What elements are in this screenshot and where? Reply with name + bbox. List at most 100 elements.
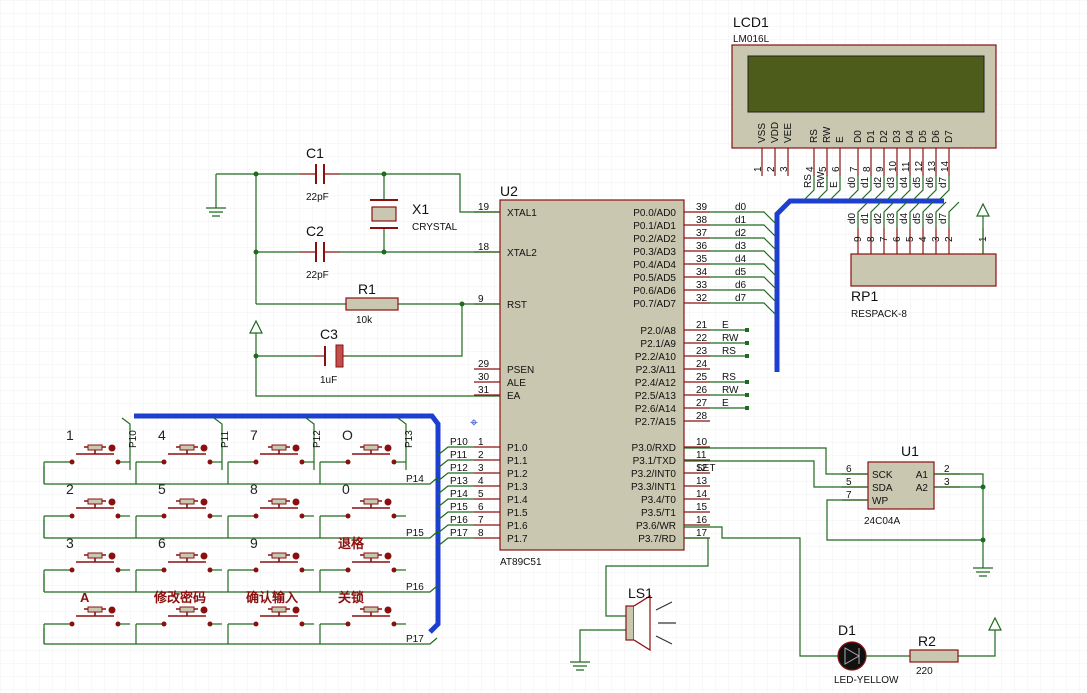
c3-ref: C3 [320,326,338,342]
u1-pin-name: SDA [872,483,893,494]
mcu-pin-number: 27 [696,398,708,409]
mcu-pin-name: P3.2/INT0 [631,469,676,480]
key-contact [253,621,259,627]
lcd-pin-number: 2 [766,166,777,172]
p0-net-label: d7 [735,293,747,304]
power-icon [249,319,263,334]
key-cap [363,552,379,559]
key-cap [179,606,195,613]
key-label: 3 [66,535,74,551]
mcu-pin-name: ALE [507,378,526,389]
p0-net-wire [710,250,777,264]
p2-net-terminal [745,393,749,397]
keypad-key[interactable]: A [43,590,130,644]
rp-net-label: d7 [938,212,949,224]
lcd-net-wire [829,176,841,201]
keypad-key[interactable]: 5 [135,481,222,538]
key-contact [391,459,397,465]
rp-ref: RP1 [851,288,878,304]
mcu-pin-number: 9 [478,294,484,305]
key-label: 9 [250,535,258,551]
mcu-pin-name: P0.6/AD6 [633,286,676,297]
rp-net-wire [922,201,934,228]
lcd-net-label: d5 [912,176,923,188]
ground-icon [973,567,993,577]
lcd-net-wire [803,176,815,201]
key-contact [161,567,167,573]
keypad-key[interactable]: 8 [227,481,314,538]
capacitor-c1[interactable]: C1 22pF [300,145,340,203]
keypad-key[interactable]: 2 [43,481,130,538]
keypad-key[interactable]: 修改密码 [135,590,222,644]
p1-bus [134,413,441,634]
led-d1[interactable]: D1 LED-YELLOW [834,622,899,686]
p1-net-wire [437,524,474,534]
ls1-ref: LS1 [628,585,653,601]
lcd-pin-name: D0 [853,130,864,143]
keypad-key[interactable]: 4 [135,427,222,484]
key-cap [87,606,103,613]
u1-pin-name: WP [872,496,888,507]
key-cap [87,444,103,451]
u1-pin-name: A1 [916,470,929,481]
lcd-net-wire [925,176,937,201]
keypad-key[interactable]: 0 [319,481,406,538]
mcu-pin-name: P2.1/A9 [640,339,676,350]
capacitor-c2[interactable]: C2 22pF [300,223,340,281]
capacitor-c3[interactable]: C3 1uF [314,326,346,386]
crystal-x1[interactable]: X1 CRYSTAL [370,199,458,233]
key-contact [161,459,167,465]
keypad-key[interactable]: 6 [135,535,222,592]
mcu-pin-number: 37 [696,228,708,239]
lcd-ref: LCD1 [733,14,769,30]
d1-ref: D1 [838,622,856,638]
rp-pin-number: 7 [879,236,890,242]
mcu-pin-number: 38 [696,215,708,226]
mcu-u2[interactable]: U2 AT89C51 XTAL119XTAL218RST9PSEN29ALE30… [474,183,710,568]
resistor-r1[interactable]: R1 10k [345,281,399,326]
rp-pin-number: 6 [892,236,903,242]
key-contact [207,621,213,627]
keypad-key[interactable]: 1 [43,427,130,484]
speaker-ls1[interactable]: LS1 [570,537,709,671]
mcu-pin-name: P0.7/AD7 [633,299,676,310]
p2-net-terminal [745,354,749,358]
keypad-key[interactable]: 关锁 [319,590,406,644]
key-contact [253,567,259,573]
led-circuit [684,526,1002,657]
key-label: 1 [66,427,74,443]
key-cap [179,498,195,505]
keypad-key[interactable]: 9 [227,535,314,592]
mcu-part: AT89C51 [500,557,542,568]
p0-net-label: d2 [735,228,747,239]
key-cap [271,498,287,505]
mcu-pin-name: P1.0 [507,443,528,454]
keypad-key[interactable]: 7 [227,427,314,484]
keypad-key[interactable]: 3 [43,535,130,592]
mcu-pin-number: 32 [696,293,708,304]
mcu-pin-number: 31 [478,385,490,396]
lcd-part: LM016L [733,34,770,45]
keypad-key[interactable]: 退格 [319,536,406,592]
u1-pin-name: A2 [916,483,929,494]
lcd-pin-name: D3 [892,130,903,143]
lcd1[interactable]: LCD1 LM016L VSS1VDD2VEE3RS4RW5E6D07D18D2… [731,14,997,176]
mcu-pin-number: 36 [696,241,708,252]
resistor-r2[interactable]: R2 220 [909,633,959,677]
keypad-key[interactable]: O [319,427,406,484]
reset-circuit [249,304,500,397]
rp-net-wire [948,201,960,228]
lcd-pin-name: D4 [905,130,916,143]
mcu-pin-number: 22 [696,333,708,344]
mcu-pin-name: P3.0/RXD [632,443,676,454]
keypad-col-label: P10 [128,430,139,448]
key-contact [115,567,121,573]
mcu-pin-number: 24 [696,359,708,370]
keypad-key[interactable]: 确认输入 [227,590,314,644]
key-contact [299,621,305,627]
mcu-pin-name: P3.5/T1 [641,508,676,519]
key-indicator [200,444,208,452]
mcu-pin-name: P3.4/T0 [641,495,676,506]
